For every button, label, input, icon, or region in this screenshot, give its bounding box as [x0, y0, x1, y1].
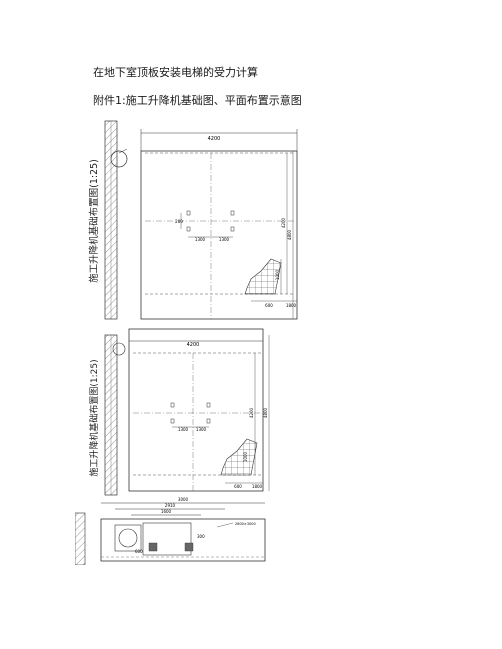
dim-bottom-right-2: 1800 [252, 484, 263, 489]
detail-circle [112, 342, 126, 356]
foundation-plan-2 [128, 328, 264, 492]
anchor-bolt [206, 418, 211, 424]
dim-bottom-left: 600 [265, 303, 273, 308]
anchor-bolt [230, 210, 235, 216]
dim-inner-3: 1600 [161, 509, 172, 514]
dim-right-small-2: 1000 [243, 451, 248, 462]
dim-center-left-2: 1300 [178, 427, 189, 432]
anchor-bolt [186, 210, 191, 216]
dim-top-width-2: 4200 [187, 342, 200, 348]
dim-center-right-2: 1300 [196, 427, 207, 432]
dim-bottom-left-2: 600 [234, 484, 242, 489]
dim-right-outer: 4800 [287, 229, 292, 240]
rebar-detail-2 [220, 438, 258, 476]
anchor-bolt [206, 402, 211, 408]
document-title: 在地下室顶板安装电梯的受力计算 [93, 66, 258, 79]
drawing-1-label: 施工升降机基础布置图(1:25) [88, 159, 100, 283]
dim-small-3: 300 [197, 534, 205, 539]
anchor-bolt [186, 226, 191, 232]
drawing-1: 施工升降机基础布置图(1:25) 4200 200 1300 1300 4200… [88, 120, 298, 320]
drawing-2-label: 施工升降机基础布置图(1:25) [88, 359, 100, 476]
dim-center-small: 200 [175, 219, 183, 224]
dim-center-right: 1300 [219, 237, 230, 242]
drawing-sheet: 施工升降机基础布置图(1:25) 4200 200 1300 1300 4200… [74, 113, 305, 566]
rebar-detail [244, 258, 282, 295]
dim-right-inner-2: 4200 [249, 407, 254, 418]
foundation-plan [140, 150, 298, 320]
figure-caption: 附件1:施工升降机基础图、平面布置示意图 [93, 94, 302, 107]
dim-bottom-right: 1800 [286, 303, 297, 308]
dim-right-inner: 4200 [281, 217, 286, 228]
cage-plan [100, 518, 266, 562]
drawing-3: 3000 2910 1600 600 300 2800×3000 [74, 497, 266, 566]
dim-right-small: 1000 [275, 269, 280, 280]
detail-circle [110, 150, 128, 168]
dim-center-left: 1300 [195, 237, 206, 242]
dim-mid-3: 2910 [165, 503, 176, 508]
anchor-bolt [170, 418, 175, 424]
dim-top-width: 4200 [208, 136, 221, 142]
drawing-2: 施工升降机基础布置图(1:25) 4200 1300 1300 4200 480… [88, 328, 270, 496]
dim-side-3: 2800×3000 [235, 522, 256, 526]
dim-right-outer-2: 4800 [263, 407, 268, 418]
engineering-drawings: 施工升降机基础布置图(1:25) 4200 200 1300 1300 4200… [74, 120, 298, 566]
dim-top-3: 3000 [178, 497, 189, 502]
dim-v-3: 600 [135, 549, 143, 554]
anchor-bolt [230, 226, 235, 232]
anchor-bolt [170, 402, 175, 408]
